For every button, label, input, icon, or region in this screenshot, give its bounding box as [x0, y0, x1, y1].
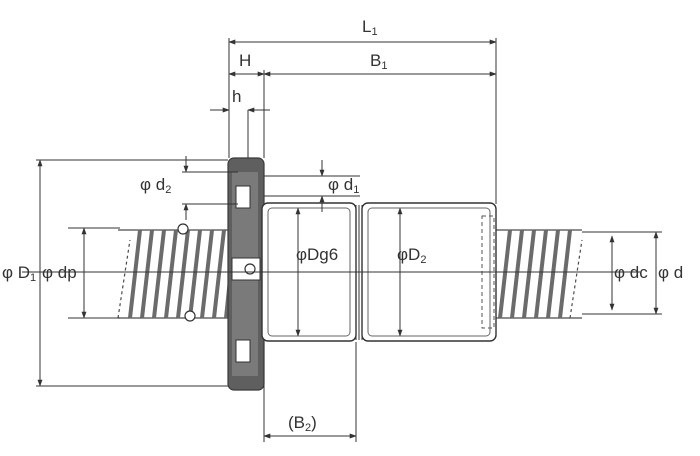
- label-B2: (B2): [288, 413, 317, 434]
- label-D1: φ D1: [2, 263, 37, 284]
- label-dc: φ dc: [614, 263, 648, 282]
- label-d: φ d: [658, 263, 684, 282]
- flange: [177, 157, 265, 391]
- extension-lines: [36, 38, 662, 442]
- label-L1: L1: [362, 17, 378, 38]
- label-d2: φ d2: [140, 175, 172, 196]
- label-dp: φ dp: [42, 263, 77, 282]
- label-Dg6: φDg6: [296, 245, 339, 264]
- screw-shaft-right: [495, 229, 583, 319]
- label-H: H: [239, 51, 252, 70]
- label-d1: φ d1: [328, 175, 360, 196]
- label-D2: φD2: [397, 245, 427, 266]
- dimension-lines: [37, 39, 659, 439]
- screw-shaft-left: [117, 229, 235, 319]
- label-B1: B1: [370, 51, 388, 72]
- label-h: h: [232, 87, 242, 106]
